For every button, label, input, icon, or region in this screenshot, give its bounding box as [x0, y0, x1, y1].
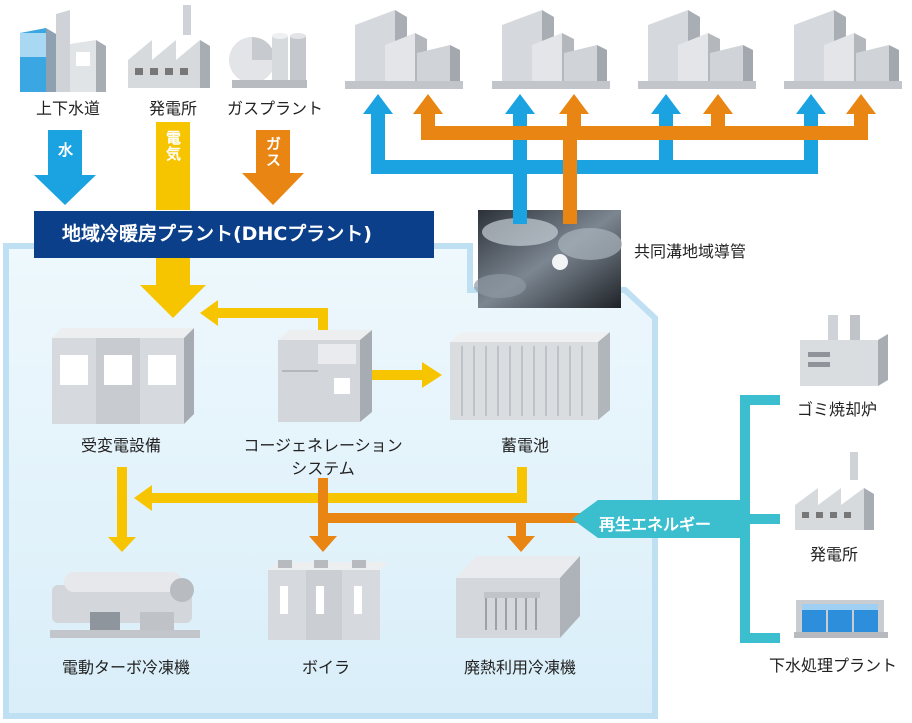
renewable-flow [572, 395, 780, 643]
incinerator-label: ゴミ焼却炉 [796, 400, 877, 419]
internal-flows-orange [309, 478, 583, 552]
absorption-chiller-icon [456, 556, 580, 638]
power-plant-label: 発電所 [148, 99, 197, 118]
substation-label: 受変電設備 [80, 436, 161, 455]
sewage-plant-icon [794, 600, 888, 638]
gas-plant-label: ガスプラント [226, 99, 323, 118]
water-utility-label: 上下水道 [35, 99, 100, 118]
water-utility-icon [20, 10, 106, 92]
building-group-3 [638, 10, 756, 89]
substation-icon [52, 328, 194, 424]
boiler-icon [268, 560, 388, 640]
gas-arrow [242, 130, 304, 205]
water-flow-label: 水 [58, 141, 74, 159]
building-group-2 [492, 10, 610, 89]
dhc-plant-banner: 地域冷暖房プラント(DHCプラント) [34, 211, 434, 258]
distribution-pipes-orange [413, 94, 876, 212]
electric-main-arrow [140, 258, 206, 318]
utility-tunnel-photo [474, 210, 622, 308]
gas-plant-icon [229, 33, 307, 88]
cogeneration-label-line2: システム [291, 459, 355, 478]
turbo-chiller-icon [50, 572, 200, 638]
renewable-power-plant-icon [795, 452, 874, 530]
boiler-label: ボイラ [301, 658, 350, 677]
building-group-4 [784, 10, 902, 89]
turbo-chiller-label: 電動ターボ冷凍機 [61, 658, 190, 677]
cogeneration-icon [278, 330, 372, 422]
building-group-1 [345, 10, 463, 89]
incinerator-icon [800, 315, 888, 386]
utility-tunnel-label: 共同溝地域導管 [634, 242, 747, 261]
dhc-plant-panel [3, 243, 658, 719]
renewable-energy-label: 再生エネルギー [599, 515, 712, 534]
gas-flow-label: ガス [264, 136, 282, 168]
battery-label: 蓄電池 [500, 436, 549, 455]
absorption-chiller-label: 廃熱利用冷凍機 [463, 658, 576, 677]
battery-icon [450, 332, 610, 420]
sewage-plant-label: 下水処理プラント [768, 656, 897, 675]
cogeneration-label-line1: コージェネレーション [243, 436, 403, 455]
power-plant-icon [128, 5, 210, 88]
electricity-flow-label: 電気 [164, 130, 182, 162]
renewable-power-plant-label: 発電所 [809, 545, 858, 564]
electricity-arrow [156, 122, 190, 210]
internal-flows-yellow [108, 300, 527, 552]
water-arrow [34, 130, 96, 205]
